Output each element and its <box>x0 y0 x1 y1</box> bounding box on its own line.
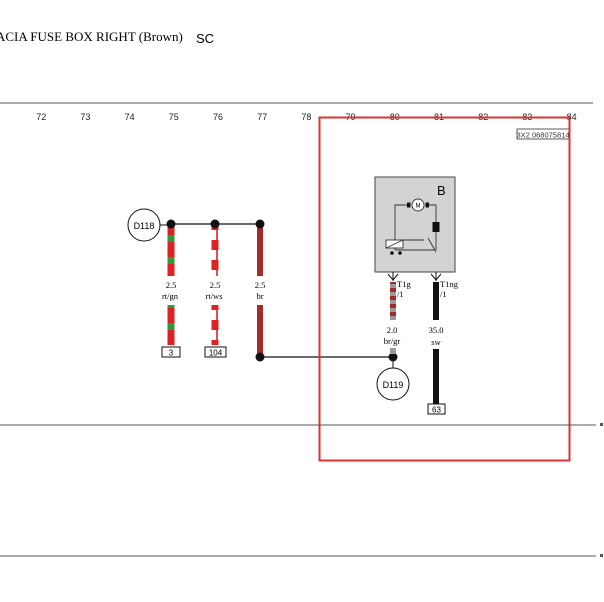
terminal-76-label: 104 <box>209 349 223 358</box>
ref-code: 3X2 068075814 <box>517 131 570 140</box>
wire-75-lower <box>167 305 175 345</box>
component-b-housing <box>374 176 456 273</box>
terminal-75-label: 3 <box>169 349 174 358</box>
ground-rule-1-end <box>600 423 603 426</box>
wire-75-upper <box>167 224 175 276</box>
wire-76-lower <box>211 305 219 345</box>
wire-81-pin-num: /1 <box>440 289 447 299</box>
junction-dot-1 <box>390 251 394 255</box>
wire-80-pin: T1g <box>397 279 411 289</box>
component-b-circuit <box>394 204 437 253</box>
wire-81-size: 35.0 <box>429 325 444 335</box>
highlight-box <box>318 116 571 462</box>
wire-77-lower <box>257 305 263 357</box>
connector-d119 <box>376 367 410 401</box>
motor-icon <box>411 198 425 212</box>
diagram-code: SC <box>196 31 214 46</box>
grid-number: 77 <box>257 112 267 122</box>
terminal-81-label: 63 <box>432 406 441 415</box>
grid-number: 72 <box>36 112 46 122</box>
component-b-label: B <box>437 183 446 198</box>
grid-number: 84 <box>567 112 577 122</box>
wire-76-color: rt/ws <box>206 291 223 301</box>
node-77-top <box>255 219 265 229</box>
node-75 <box>166 219 176 229</box>
wire-80-pin-num: /1 <box>397 289 404 299</box>
grid-number: 75 <box>169 112 179 122</box>
junction-dot-2 <box>398 251 402 255</box>
wire-81-color: sw <box>431 337 441 347</box>
wire-81-pin: T1ng <box>440 279 459 289</box>
terminal-81 <box>427 403 446 415</box>
wire-77-size: 2.5 <box>255 280 266 290</box>
connector-d118-label: D118 <box>134 221 155 231</box>
motor-terminal-right <box>425 202 429 208</box>
wire-76-upper <box>211 224 219 276</box>
motor-icon-label: M <box>416 204 421 210</box>
motor-terminal-left <box>407 202 411 208</box>
relay-coil-diagonal <box>385 239 404 249</box>
wire-80-size: 2.0 <box>387 325 398 335</box>
wire-80-color: br/gr <box>384 336 401 346</box>
diagram-title: ACIA FUSE BOX RIGHT (Brown) <box>0 29 183 44</box>
wire-80-upper <box>390 282 396 320</box>
grid-number: 73 <box>80 112 90 122</box>
node-76 <box>210 219 220 229</box>
terminal-75 <box>161 346 181 358</box>
terminal-76 <box>204 346 227 358</box>
wire-77-color: br <box>256 291 263 301</box>
grid-number: 78 <box>301 112 311 122</box>
wire-81-lower <box>433 349 439 404</box>
grid-number: 74 <box>125 112 135 122</box>
wire-80-lower <box>390 348 396 354</box>
ground-rule-2-end <box>600 554 603 557</box>
grid-number: 76 <box>213 112 223 122</box>
connector-d119-label: D119 <box>383 380 404 390</box>
wire-75-color: rt/gn <box>162 291 179 301</box>
wire-77-upper <box>257 224 263 276</box>
wire-76-size: 2.5 <box>210 280 221 290</box>
fuse-icon <box>432 222 440 232</box>
wire-81-upper <box>433 282 439 320</box>
wire-75-size: 2.5 <box>166 280 177 290</box>
